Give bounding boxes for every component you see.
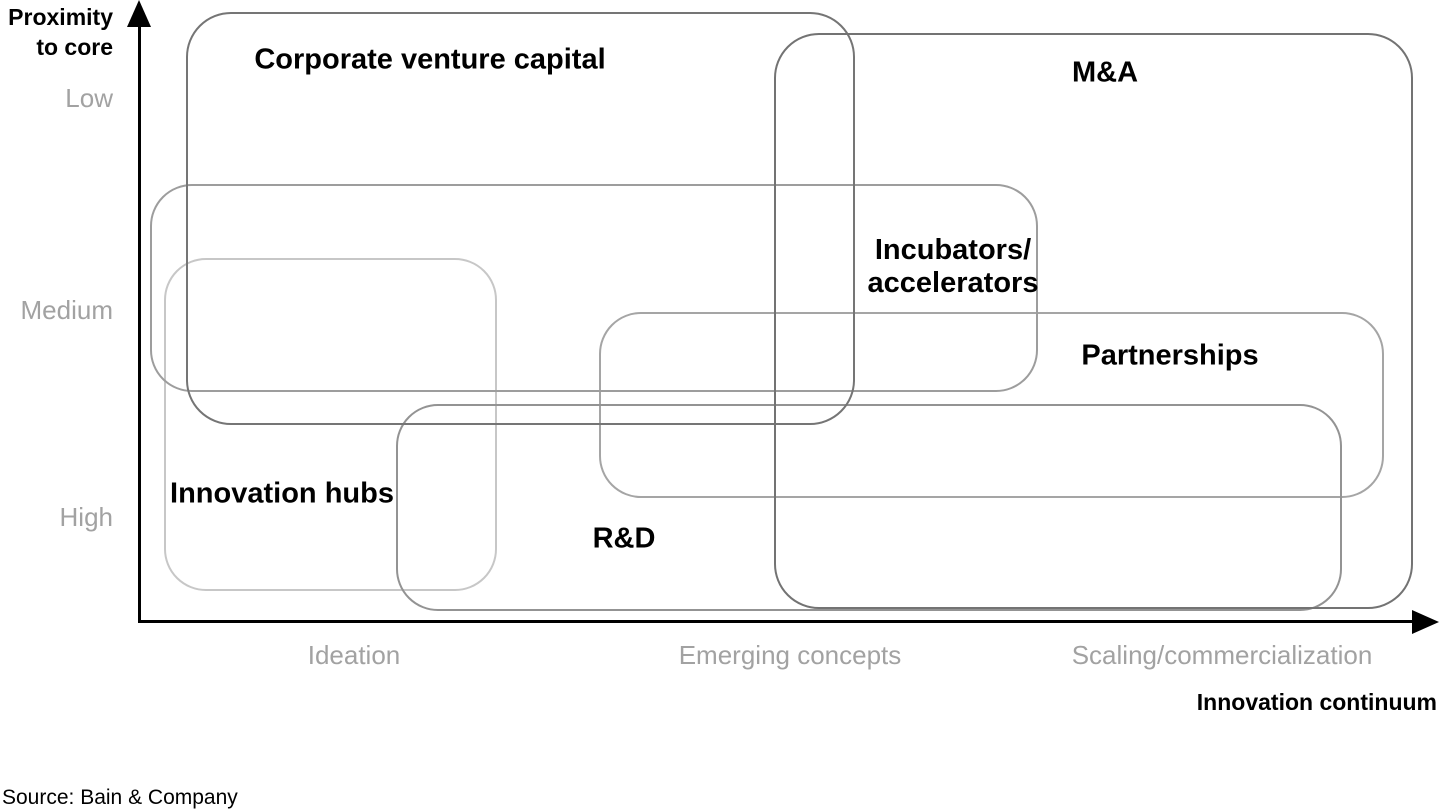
x-tick-ideation: Ideation (307, 640, 401, 670)
y-tick-medium: Medium (20, 295, 113, 325)
box-incubators-accelerators (150, 184, 1038, 392)
y-axis-title-line2: to core (36, 34, 113, 60)
y-axis-line (138, 10, 141, 622)
label-r-and-d: R&D (592, 522, 656, 555)
label-partnerships: Partnerships (1081, 339, 1259, 372)
y-tick-high: High (59, 502, 113, 532)
y-axis-arrowhead-icon (127, 0, 151, 27)
x-axis-line (138, 620, 1426, 623)
label-corporate-venture-capital: Corporate venture capital (254, 43, 606, 76)
source-note: Source: Bain & Company (2, 786, 238, 809)
box-r-and-d (396, 404, 1342, 611)
x-axis-arrowhead-icon (1412, 610, 1439, 634)
x-axis-title: Innovation continuum (1196, 689, 1437, 715)
y-axis-title-line1: Proximity (8, 4, 113, 30)
label-innovation-hubs: Innovation hubs (170, 477, 394, 510)
y-tick-low: Low (65, 83, 113, 113)
box-corporate-venture-capital (186, 12, 855, 425)
label-incubators-accelerators: Incubators/ accelerators (867, 234, 1039, 299)
x-tick-emerging-concepts: Emerging concepts (678, 640, 902, 670)
y-axis-title: Proximity to core (0, 2, 113, 62)
box-m-and-a (774, 33, 1413, 609)
label-m-and-a: M&A (1071, 56, 1139, 89)
x-tick-scaling-commercialization: Scaling/commercialization (1071, 640, 1373, 670)
